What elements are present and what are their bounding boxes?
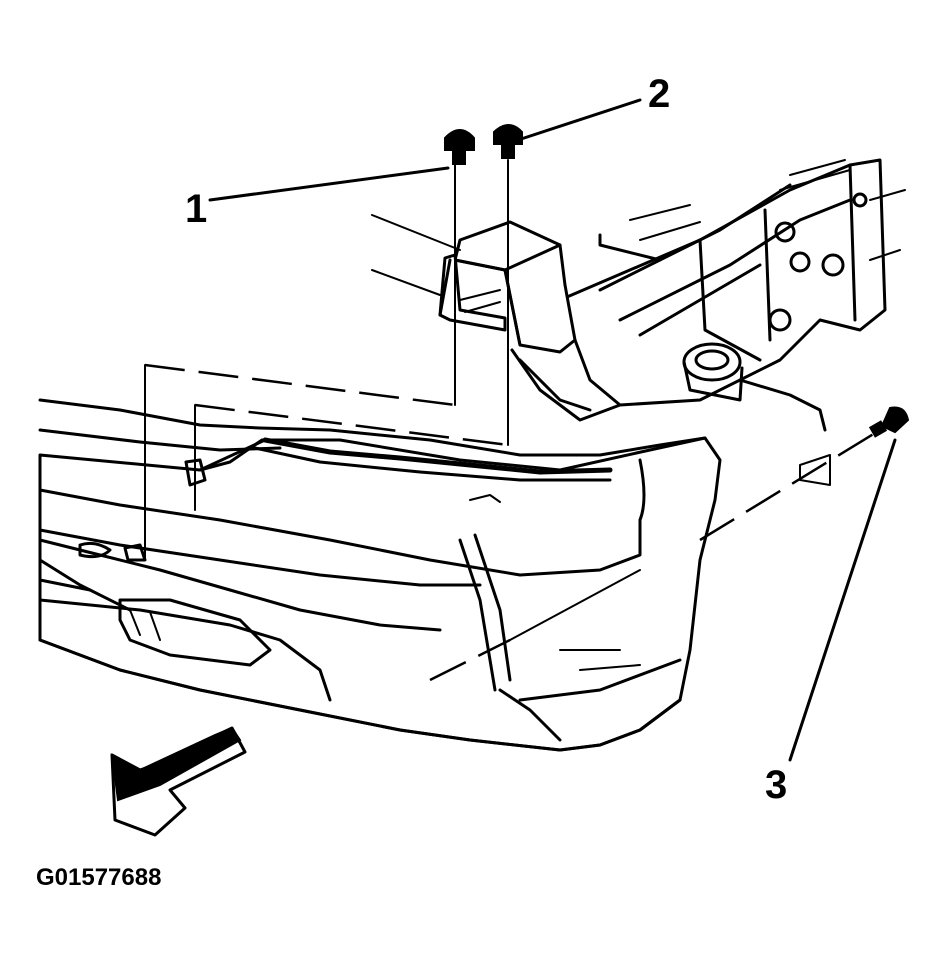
callout-3: 3 bbox=[765, 763, 787, 807]
callout-2: 2 bbox=[648, 72, 670, 116]
frame-rail bbox=[558, 158, 906, 432]
callout-1: 1 bbox=[185, 187, 207, 231]
bolt-icon bbox=[868, 406, 910, 438]
bumper-fascia bbox=[38, 398, 722, 752]
bolt-icon bbox=[444, 129, 475, 165]
mounting-bracket bbox=[371, 214, 622, 422]
figure-id: G01577688 bbox=[36, 864, 161, 891]
alignment-lines bbox=[144, 159, 881, 682]
callout-leaders bbox=[208, 98, 897, 762]
direction-arrow-icon bbox=[110, 726, 247, 837]
bolt-icon bbox=[493, 124, 523, 159]
